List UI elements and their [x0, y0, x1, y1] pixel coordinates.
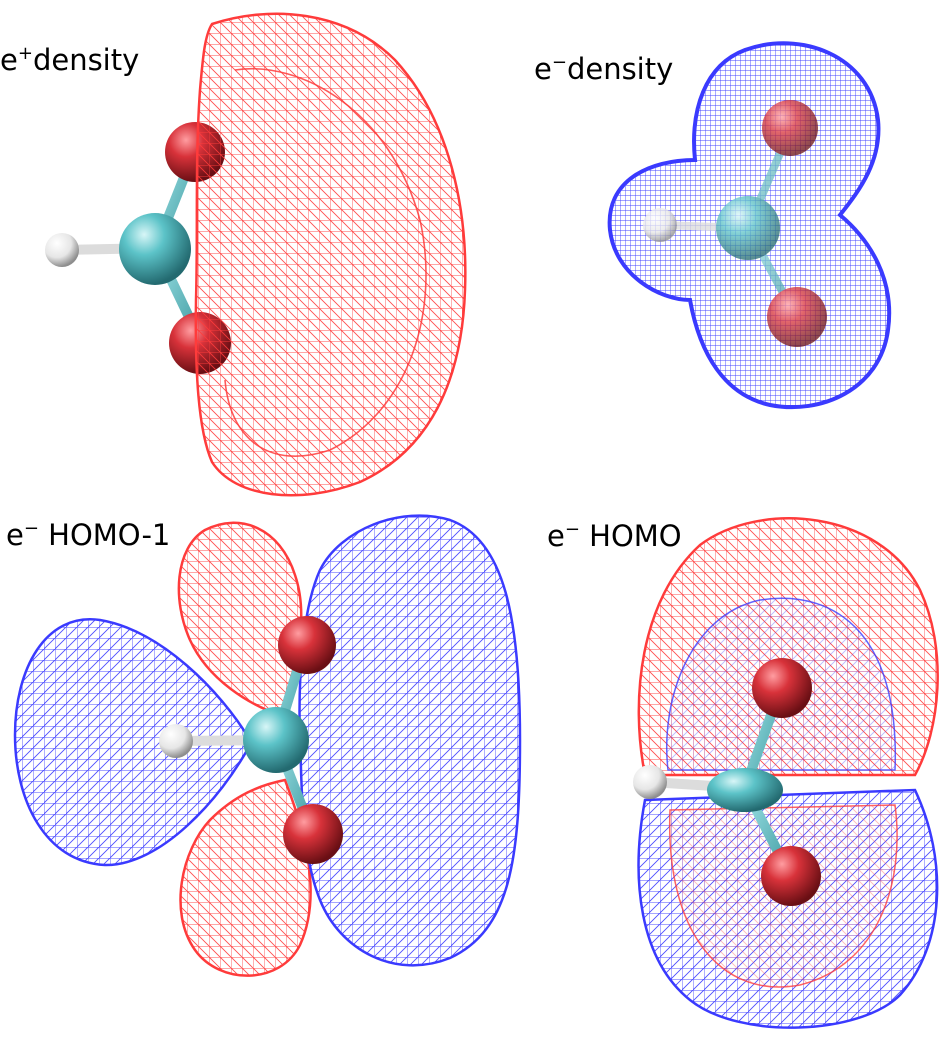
oxygen-atom-bottom — [283, 804, 343, 864]
homo-1-red-bottom-lobe — [179, 778, 312, 977]
label-electron-density: e−density — [534, 52, 674, 86]
hydrogen-atom — [159, 724, 193, 758]
hydrogen-atom — [643, 208, 677, 242]
label-electron-homo-1: e− HOMO-1 — [6, 518, 171, 552]
molecule-electron-density — [643, 100, 827, 347]
homo-1-blue-left-lobe — [13, 618, 252, 867]
panel-electron-density — [607, 41, 892, 410]
oxygen-atom-top — [278, 616, 336, 674]
hydrogen-atom — [45, 233, 79, 267]
carbon-atom — [119, 213, 191, 285]
panel-electron-homo-1 — [13, 514, 522, 977]
carbon-atom — [707, 768, 783, 812]
panel-positron-density — [45, 12, 467, 497]
panel-electron-homo — [633, 517, 939, 1029]
molecule-electron-homo-1 — [159, 616, 343, 864]
hydrogen-atom — [633, 765, 667, 799]
homo-1-blue-right-lobe — [298, 514, 522, 967]
oxygen-atom-bottom — [761, 846, 821, 906]
positron-density-isosurface — [194, 12, 467, 497]
oxygen-atom-top — [762, 100, 818, 156]
label-positron-density: e+density — [0, 43, 140, 77]
label-electron-homo: e− HOMO — [547, 519, 682, 553]
positron-density-inner-contour — [224, 68, 427, 457]
molecule-electron-homo — [633, 658, 821, 906]
carbon-atom — [716, 196, 780, 260]
oxygen-atom-top — [752, 658, 812, 718]
carbon-atom — [243, 707, 309, 773]
oxygen-atom-bottom — [767, 287, 827, 347]
